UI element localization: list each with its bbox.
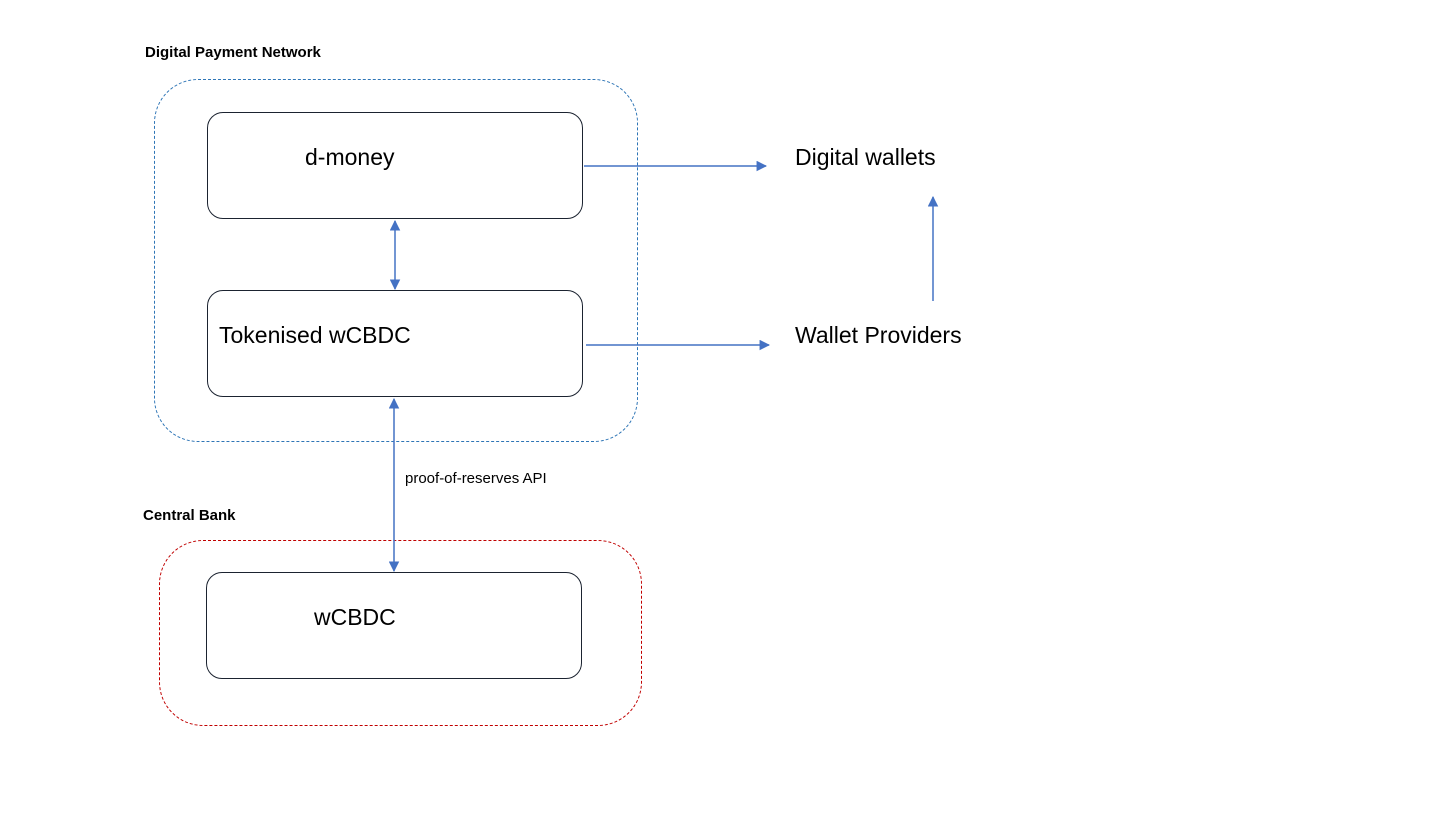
central-bank-group xyxy=(159,540,642,726)
wcbdc-node xyxy=(206,572,582,679)
d-money-node xyxy=(207,112,583,219)
wcbdc-label: wCBDC xyxy=(314,604,396,630)
d-money-label: d-money xyxy=(305,144,395,170)
wallet-providers-label: Wallet Providers xyxy=(795,322,962,348)
central-bank-label: Central Bank xyxy=(143,507,236,524)
tokenised-wcbdc-label: Tokenised wCBDC xyxy=(219,322,411,348)
digital-payment-network-label: Digital Payment Network xyxy=(145,44,321,61)
digital-wallets-label: Digital wallets xyxy=(795,144,936,170)
proof-of-reserves-api-label: proof-of-reserves API xyxy=(405,470,547,487)
tokenised-wcbdc-node xyxy=(207,290,583,397)
